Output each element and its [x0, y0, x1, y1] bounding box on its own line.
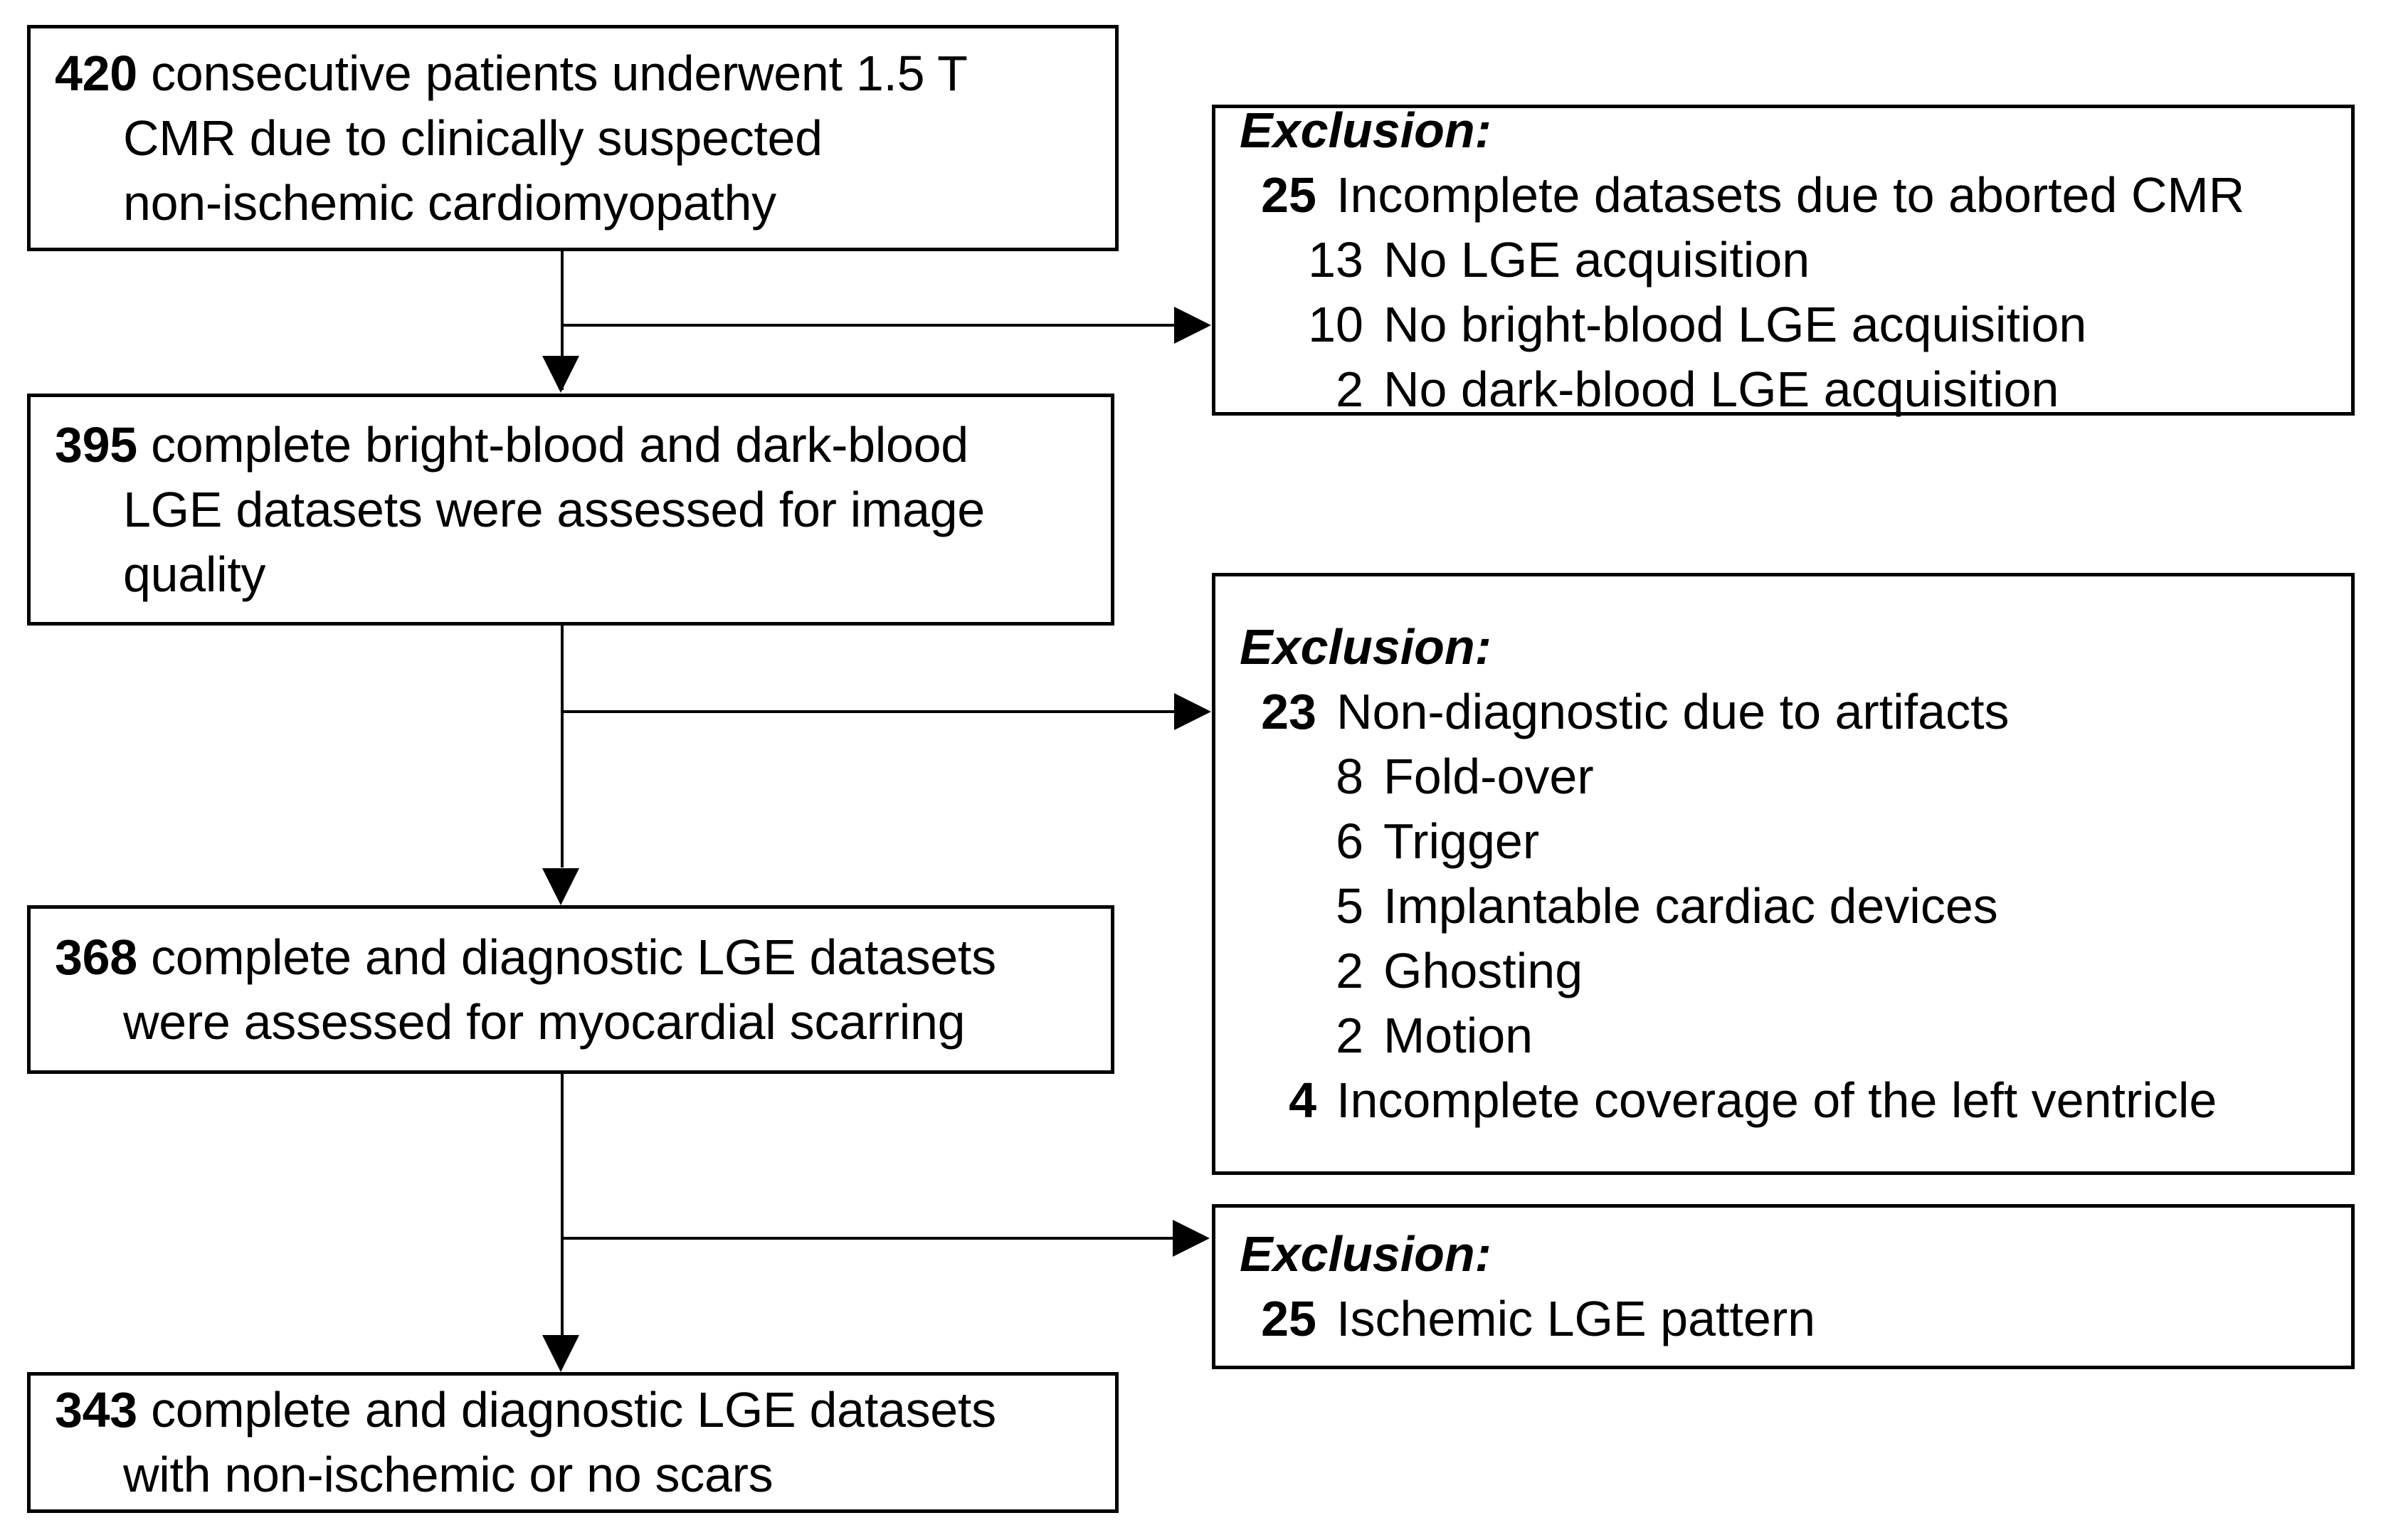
flow-box-420-text-1: consecutive patients underwent 1.5 T [151, 45, 968, 101]
arrowhead-down-to-395 [542, 356, 579, 393]
flow-box-368: 368 complete and diagnostic LGE datasets… [27, 905, 1114, 1074]
exclusion-row: 10 No bright-blood LGE acquisition [1240, 292, 2327, 357]
flow-box-343-line-2: with non-ischemic or no scars [123, 1447, 774, 1502]
exclusion-row: 23 Non-diagnostic due to artifacts [1240, 680, 2327, 744]
flow-box-395-line-3: quality [123, 546, 266, 602]
exclusion-row-text: Fold-over [1383, 749, 1594, 804]
exclusion-row-count: 4 [1289, 1072, 1316, 1128]
flow-box-420: 420 consecutive patients underwent 1.5 T… [27, 25, 1119, 251]
exclusion-box-1-title: Exclusion: [1240, 102, 1492, 158]
exclusion-row-count: 2 [1336, 362, 1363, 417]
exclusion-row-count: 6 [1336, 813, 1363, 869]
exclusion-row-count: 10 [1308, 297, 1363, 352]
connector-line-to-exclusion-3 [562, 1237, 1177, 1240]
exclusion-box-3: Exclusion: 25 Ischemic LGE pattern [1212, 1204, 2355, 1369]
exclusion-row: 6 Trigger [1240, 809, 2327, 874]
exclusion-row: 2 Motion [1240, 1003, 2327, 1068]
exclusion-row-count: 2 [1336, 943, 1363, 998]
exclusion-row: 2 Ghosting [1240, 939, 2327, 1003]
flow-box-395-content: 395 complete bright-blood and dark-blood… [31, 413, 1111, 607]
exclusion-row-count: 23 [1261, 684, 1316, 739]
connector-line-368-to-343 [561, 1074, 564, 1335]
connector-line-395-to-368 [561, 626, 564, 867]
arrowhead-right-to-exclusion-3 [1173, 1220, 1210, 1257]
exclusion-row-count: 5 [1336, 878, 1363, 934]
exclusion-box-2-rows: 23 Non-diagnostic due to artifacts 8 Fol… [1240, 680, 2327, 1133]
flow-box-395-text-1: complete bright-blood and dark-blood [151, 416, 968, 473]
flow-box-343-line-1: 343 complete and diagnostic LGE datasets [55, 1378, 1091, 1443]
exclusion-row: 25 Incomplete datasets due to aborted CM… [1240, 163, 2327, 228]
exclusion-row-count: 25 [1261, 167, 1316, 223]
exclusion-row-text: Ghosting [1383, 943, 1583, 998]
exclusion-row-count: 25 [1261, 1291, 1316, 1346]
exclusion-row-text: No dark-blood LGE acquisition [1383, 362, 2059, 417]
exclusion-row-text: Incomplete datasets due to aborted CMR [1336, 167, 2245, 223]
exclusion-row: 4 Incomplete coverage of the left ventri… [1240, 1068, 2327, 1133]
flow-box-343-text-1: complete and diagnostic LGE datasets [151, 1382, 996, 1438]
arrowhead-down-to-368 [542, 868, 579, 905]
flow-box-420-count: 420 [55, 45, 137, 101]
flow-box-368-text-1: complete and diagnostic LGE datasets [151, 929, 996, 985]
exclusion-row-count: 8 [1336, 749, 1363, 804]
exclusion-row-text: Motion [1383, 1008, 1533, 1063]
exclusion-row: 5 Implantable cardiac devices [1240, 874, 2327, 939]
exclusion-box-2-title: Exclusion: [1240, 619, 1492, 675]
exclusion-box-2: Exclusion: 23 Non-diagnostic due to arti… [1212, 573, 2355, 1175]
exclusion-box-1-content: Exclusion: 25 Incomplete datasets due to… [1215, 98, 2351, 422]
exclusion-box-3-content: Exclusion: 25 Ischemic LGE pattern [1215, 1222, 2351, 1351]
exclusion-row-text: Implantable cardiac devices [1383, 878, 1998, 934]
exclusion-box-1-rows: 25 Incomplete datasets due to aborted CM… [1240, 163, 2327, 422]
connector-line-to-exclusion-2 [562, 710, 1178, 713]
flow-box-420-line-1: 420 consecutive patients underwent 1.5 T [55, 41, 1091, 106]
flow-box-420-line-3: non-ischemic cardiomyopathy [123, 174, 776, 231]
exclusion-row: 8 Fold-over [1240, 744, 2327, 809]
arrowhead-down-to-343 [542, 1335, 579, 1372]
exclusion-row: 13 No LGE acquisition [1240, 228, 2327, 292]
exclusion-box-3-rows: 25 Ischemic LGE pattern [1240, 1287, 2327, 1351]
flow-box-368-count: 368 [55, 929, 137, 985]
arrowhead-right-to-exclusion-2 [1174, 693, 1211, 730]
flow-box-368-line-1: 368 complete and diagnostic LGE datasets [55, 925, 1087, 990]
exclusion-row: 2 No dark-blood LGE acquisition [1240, 357, 2327, 422]
exclusion-row-text: Incomplete coverage of the left ventricl… [1336, 1072, 2217, 1128]
flow-box-395-line-2: LGE datasets were assessed for image [123, 481, 985, 537]
connector-line-420-to-395 [561, 251, 564, 390]
exclusion-box-2-content: Exclusion: 23 Non-diagnostic due to arti… [1215, 615, 2351, 1133]
exclusion-row: 25 Ischemic LGE pattern [1240, 1287, 2327, 1351]
flow-box-420-line-2: CMR due to clinically suspected [123, 110, 823, 166]
exclusion-row-text: No bright-blood LGE acquisition [1383, 297, 2087, 352]
exclusion-row-text: Trigger [1383, 813, 1540, 869]
exclusion-row-text: Non-diagnostic due to artifacts [1336, 684, 2010, 739]
flow-box-420-content: 420 consecutive patients underwent 1.5 T… [31, 41, 1115, 236]
flow-box-343: 343 complete and diagnostic LGE datasets… [27, 1372, 1119, 1513]
flow-box-368-line-2: were assessed for myocardial scarring [123, 993, 966, 1050]
flow-box-343-count: 343 [55, 1382, 137, 1438]
flow-box-368-content: 368 complete and diagnostic LGE datasets… [31, 925, 1111, 1055]
exclusion-box-3-title: Exclusion: [1240, 1226, 1492, 1282]
exclusion-row-text: Ischemic LGE pattern [1336, 1291, 1816, 1346]
exclusion-box-1: Exclusion: 25 Incomplete datasets due to… [1212, 102, 2355, 417]
flow-box-343-content: 343 complete and diagnostic LGE datasets… [31, 1378, 1115, 1507]
connector-line-to-exclusion-1 [562, 324, 1178, 327]
flow-box-395-count: 395 [55, 416, 137, 473]
exclusion-row-text: No LGE acquisition [1383, 232, 1810, 288]
exclusion-row-count: 2 [1336, 1008, 1363, 1063]
flow-box-395: 395 complete bright-blood and dark-blood… [27, 394, 1114, 626]
arrowhead-right-to-exclusion-1 [1174, 307, 1211, 344]
exclusion-row-count: 13 [1308, 232, 1363, 288]
flow-box-395-line-1: 395 complete bright-blood and dark-blood [55, 413, 1087, 478]
